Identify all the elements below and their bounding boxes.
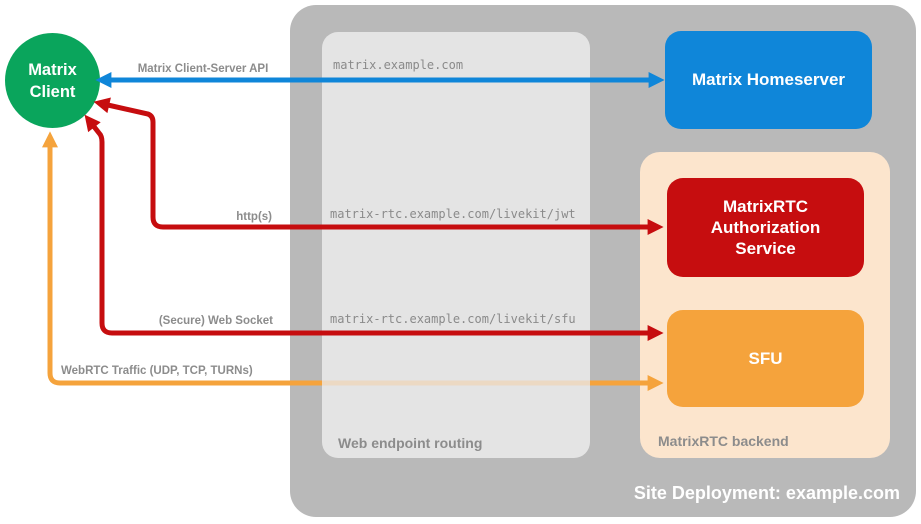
- matrix-homeserver-label: Matrix Homeserver: [691, 70, 846, 90]
- matrixrtc-backend-label: MatrixRTC backend: [658, 433, 789, 449]
- endpoint-matrix-example-com: matrix.example.com: [333, 58, 464, 72]
- webrtc-arrow-left: [41, 131, 322, 386]
- matrix-client-node: Matrix Client: [5, 33, 100, 128]
- webrtc-arrow-label: WebRTC Traffic (UDP, TCP, TURNs): [61, 365, 253, 377]
- matrix-client-label-line2: Client: [29, 82, 76, 101]
- web-endpoint-routing-box: matrix.example.com matrix-rtc.example.co…: [322, 32, 590, 458]
- sfu-node: SFU: [667, 310, 864, 407]
- websocket-arrow-label: (Secure) Web Socket: [158, 315, 273, 327]
- matrixrtc-authorization-service-node: MatrixRTC Authorization Service: [667, 178, 864, 277]
- endpoint-livekit-sfu: matrix-rtc.example.com/livekit/sfu: [330, 312, 576, 326]
- site-deployment-label: Site Deployment: example.com: [633, 483, 900, 503]
- matrix-client-label-line1: Matrix: [28, 60, 77, 79]
- matrixrtc-authorization-service-label: MatrixRTC Authorization Service: [710, 196, 821, 259]
- client-server-api-arrow-label: Matrix Client-Server API: [137, 63, 269, 75]
- matrix-homeserver-node: Matrix Homeserver: [665, 31, 872, 129]
- https-arrow-label: http(s): [236, 211, 272, 223]
- sfu-label: SFU: [748, 348, 783, 368]
- endpoint-livekit-jwt: matrix-rtc.example.com/livekit/jwt: [330, 207, 576, 221]
- web-endpoint-routing-label: Web endpoint routing: [338, 435, 483, 451]
